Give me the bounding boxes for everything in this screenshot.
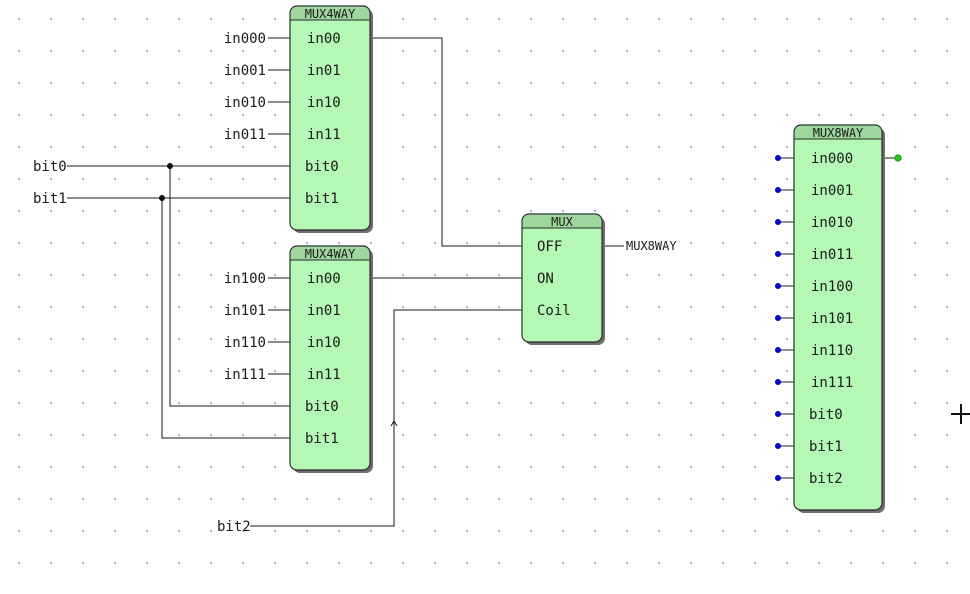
mux8way-port-in101: in101 [811,311,853,327]
label-in110[interactable]: in110 [224,335,266,351]
junction-bit0 [167,163,173,169]
wires [67,37,898,527]
wire-bit0-b [169,166,292,407]
crosshair-cursor-icon [951,404,970,424]
pin-in110[interactable] [775,347,781,353]
mux4way-a-port-in10: in10 [307,95,341,111]
label-in000[interactable]: in000 [224,31,266,47]
mux-port-off: OFF [537,239,562,255]
mux4way-b-port-bit0: bit0 [305,399,339,415]
mux8way-block[interactable]: MUX8WAY in000 in001 in010 in011 in100 in… [793,124,885,513]
label-mux-output[interactable]: MUX8WAY [626,239,677,253]
label-in101[interactable]: in101 [224,303,266,319]
mux4way-a-port-in11: in11 [307,127,341,143]
mux8way-input-pins[interactable] [775,155,781,481]
mux8way-port-bit1: bit1 [809,439,843,455]
mux4way-a-title: MUX4WAY [305,7,356,21]
wire-a-to-off [370,37,524,247]
mux4way-b-port-in00: in00 [307,271,341,287]
mux8way-port-in011: in011 [811,247,853,263]
mux4way-a-port-bit0: bit0 [305,159,339,175]
mux8way-port-in010: in010 [811,215,853,231]
wire-direction-arrow [390,420,398,427]
mux8way-port-bit0: bit0 [809,407,843,423]
mux4way-a-port-bit1: bit1 [305,191,339,207]
mux4way-b-port-in10: in10 [307,335,341,351]
mux4way-b-port-in01: in01 [307,303,341,319]
pin-output[interactable] [894,154,902,162]
label-bit2[interactable]: bit2 [217,519,251,535]
pin-in001[interactable] [775,187,781,193]
mux8way-title: MUX8WAY [813,126,864,140]
signal-labels: in000 in001 in010 in011 bit0 bit1 in100 … [33,31,677,535]
mux4way-b-port-bit1: bit1 [305,431,339,447]
pin-in000[interactable] [775,155,781,161]
wire-bit1-b [161,198,292,439]
pin-in010[interactable] [775,219,781,225]
mux-port-on: ON [537,271,554,287]
mux-title: MUX [551,215,573,229]
mux8way-port-in111: in111 [811,375,853,391]
mux8way-port-in110: in110 [811,343,853,359]
wire-bit2-to-coil [250,309,524,527]
mux8way-port-bit2: bit2 [809,471,843,487]
mux-block[interactable]: MUX OFF ON Coil [521,213,605,345]
label-bit0[interactable]: bit0 [33,159,67,175]
mux8way-port-in001: in001 [811,183,853,199]
mux4way-a-port-in00: in00 [307,31,341,47]
mux8way-port-in100: in100 [811,279,853,295]
label-in011[interactable]: in011 [224,127,266,143]
pin-bit1[interactable] [775,443,781,449]
pin-bit2[interactable] [775,475,781,481]
mux4way-block-b[interactable]: MUX4WAY in00 in01 in10 in11 bit0 bit1 [289,245,373,473]
pin-in111[interactable] [775,379,781,385]
label-bit1[interactable]: bit1 [33,191,67,207]
mux8way-port-in000: in000 [811,151,853,167]
pin-in011[interactable] [775,251,781,257]
label-in111[interactable]: in111 [224,367,266,383]
pin-in101[interactable] [775,315,781,321]
mux4way-b-port-in11: in11 [307,367,341,383]
pin-bit0[interactable] [775,411,781,417]
mux4way-a-port-in01: in01 [307,63,341,79]
junction-bit1 [159,195,165,201]
mux4way-block-a[interactable]: MUX4WAY in00 in01 in10 in11 bit0 bit1 [289,5,373,233]
label-in010[interactable]: in010 [224,95,266,111]
mux-port-coil: Coil [537,303,571,319]
mux4way-b-title: MUX4WAY [305,247,356,261]
label-in100[interactable]: in100 [224,271,266,287]
pin-in100[interactable] [775,283,781,289]
label-in001[interactable]: in001 [224,63,266,79]
